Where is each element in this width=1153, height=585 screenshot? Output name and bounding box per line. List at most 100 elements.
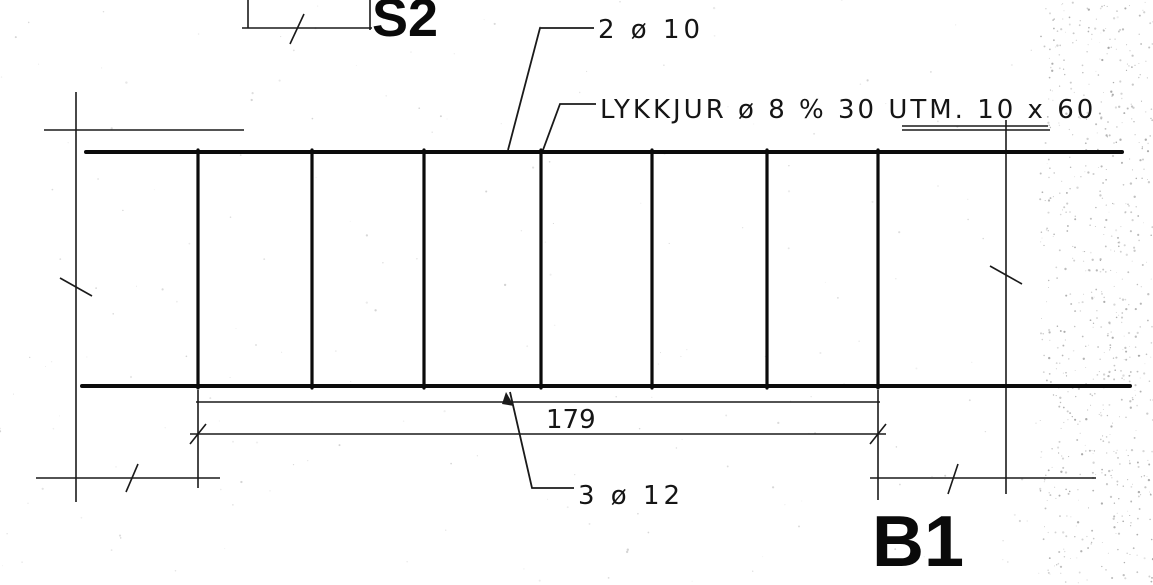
scan-speck [819, 351, 822, 355]
scan-speck [1090, 543, 1093, 545]
scan-speck [784, 504, 786, 506]
scan-speck [1127, 331, 1131, 335]
scan-speck [1061, 209, 1063, 211]
scan-speck [1078, 571, 1081, 574]
scan-speck [1091, 258, 1094, 261]
scan-speck [1112, 357, 1115, 359]
scan-speck [1113, 285, 1115, 287]
scan-speck [1056, 325, 1059, 328]
scan-speck [1110, 425, 1113, 428]
scan-speck [1119, 59, 1122, 62]
scan-speck [1135, 430, 1137, 432]
scan-speck [1113, 378, 1116, 381]
scan-speck [1100, 32, 1102, 34]
scan-speck [1089, 217, 1092, 220]
scan-speck [1083, 94, 1085, 97]
scan-speck [1054, 486, 1056, 488]
scan-speck [1144, 1, 1146, 3]
scan-speck [1030, 49, 1032, 51]
scan-speck [1086, 579, 1088, 581]
stirrups [196, 148, 880, 390]
scan-speck [727, 106, 729, 108]
scan-speck [416, 258, 418, 260]
scan-speck [1131, 169, 1134, 171]
scan-speck [1143, 222, 1144, 224]
scan-speck [1041, 338, 1044, 341]
scan-speck [1074, 215, 1077, 218]
scan-speck [1070, 87, 1073, 90]
scan-speck [1065, 371, 1067, 374]
scan-speck [350, 381, 352, 383]
scan-speck [1083, 293, 1085, 295]
stirrup-leader [542, 103, 596, 151]
scan-speck [1082, 357, 1085, 360]
scan-speck [1077, 116, 1080, 119]
scan-speck [552, 222, 554, 225]
scan-speck [1049, 167, 1051, 169]
scan-speck [1137, 490, 1141, 494]
scan-speck [1072, 349, 1075, 352]
scan-speck [1098, 371, 1100, 373]
scan-speck [1090, 541, 1093, 544]
scan-speck [1088, 269, 1091, 272]
right-end-tick [947, 463, 959, 495]
scan-speck [1047, 531, 1049, 534]
scan-speck [95, 287, 97, 289]
scan-speck [1148, 380, 1151, 382]
scan-speck [1150, 538, 1153, 541]
scan-speck [968, 399, 971, 402]
scan-speck [1069, 81, 1072, 84]
scan-speck [1095, 70, 1097, 72]
scan-speck [1096, 374, 1099, 376]
scan-speck [119, 537, 122, 539]
scan-speck [1102, 181, 1105, 185]
scan-speck [1109, 349, 1111, 351]
scan-speck [1047, 121, 1050, 124]
scan-speck [1062, 18, 1064, 20]
scan-speck [1091, 38, 1093, 40]
scan-speck [625, 550, 629, 554]
scan-speck [1131, 83, 1134, 86]
scan-speck [1062, 3, 1064, 5]
scan-speck [1096, 310, 1098, 312]
scan-speck [1101, 472, 1103, 474]
scan-speck [1117, 532, 1121, 535]
scan-speck [1134, 346, 1137, 348]
scan-speck [1137, 465, 1140, 468]
scan-speck [1125, 449, 1127, 451]
scan-speck [1039, 198, 1042, 201]
scan-speck [1136, 571, 1139, 574]
scan-speck [1049, 126, 1052, 129]
scan-speck [1099, 270, 1102, 273]
scan-speck [1079, 19, 1082, 22]
scan-speck [209, 397, 212, 400]
scan-speck [1124, 577, 1127, 580]
scan-speck [1058, 54, 1061, 56]
scan-speck [1106, 136, 1108, 138]
scan-speck [1018, 519, 1022, 523]
scan-speck [1141, 146, 1144, 148]
scan-speck [493, 22, 496, 25]
scan-speck [1053, 39, 1055, 42]
scan-speck [1082, 260, 1085, 262]
scan-speck [1108, 370, 1111, 374]
scan-speck [1107, 441, 1111, 444]
scan-speck [1105, 271, 1107, 273]
scan-speck [1080, 550, 1083, 553]
scan-speck [638, 427, 641, 430]
scan-speck [1043, 481, 1045, 483]
scan-speck [955, 24, 957, 26]
scan-speck [915, 367, 918, 370]
scan-speck [1086, 409, 1089, 411]
scan-speck [1058, 440, 1061, 443]
scan-speck [52, 427, 55, 430]
scan-speck [787, 247, 790, 250]
scan-speck [118, 534, 122, 537]
scan-speck [1063, 548, 1065, 550]
scan-speck [188, 242, 191, 245]
scan-speck [1122, 183, 1125, 186]
scan-speck [1142, 158, 1144, 161]
scan-speck [1120, 316, 1124, 319]
scan-speck [1043, 479, 1046, 481]
scan-speck [1106, 5, 1108, 7]
